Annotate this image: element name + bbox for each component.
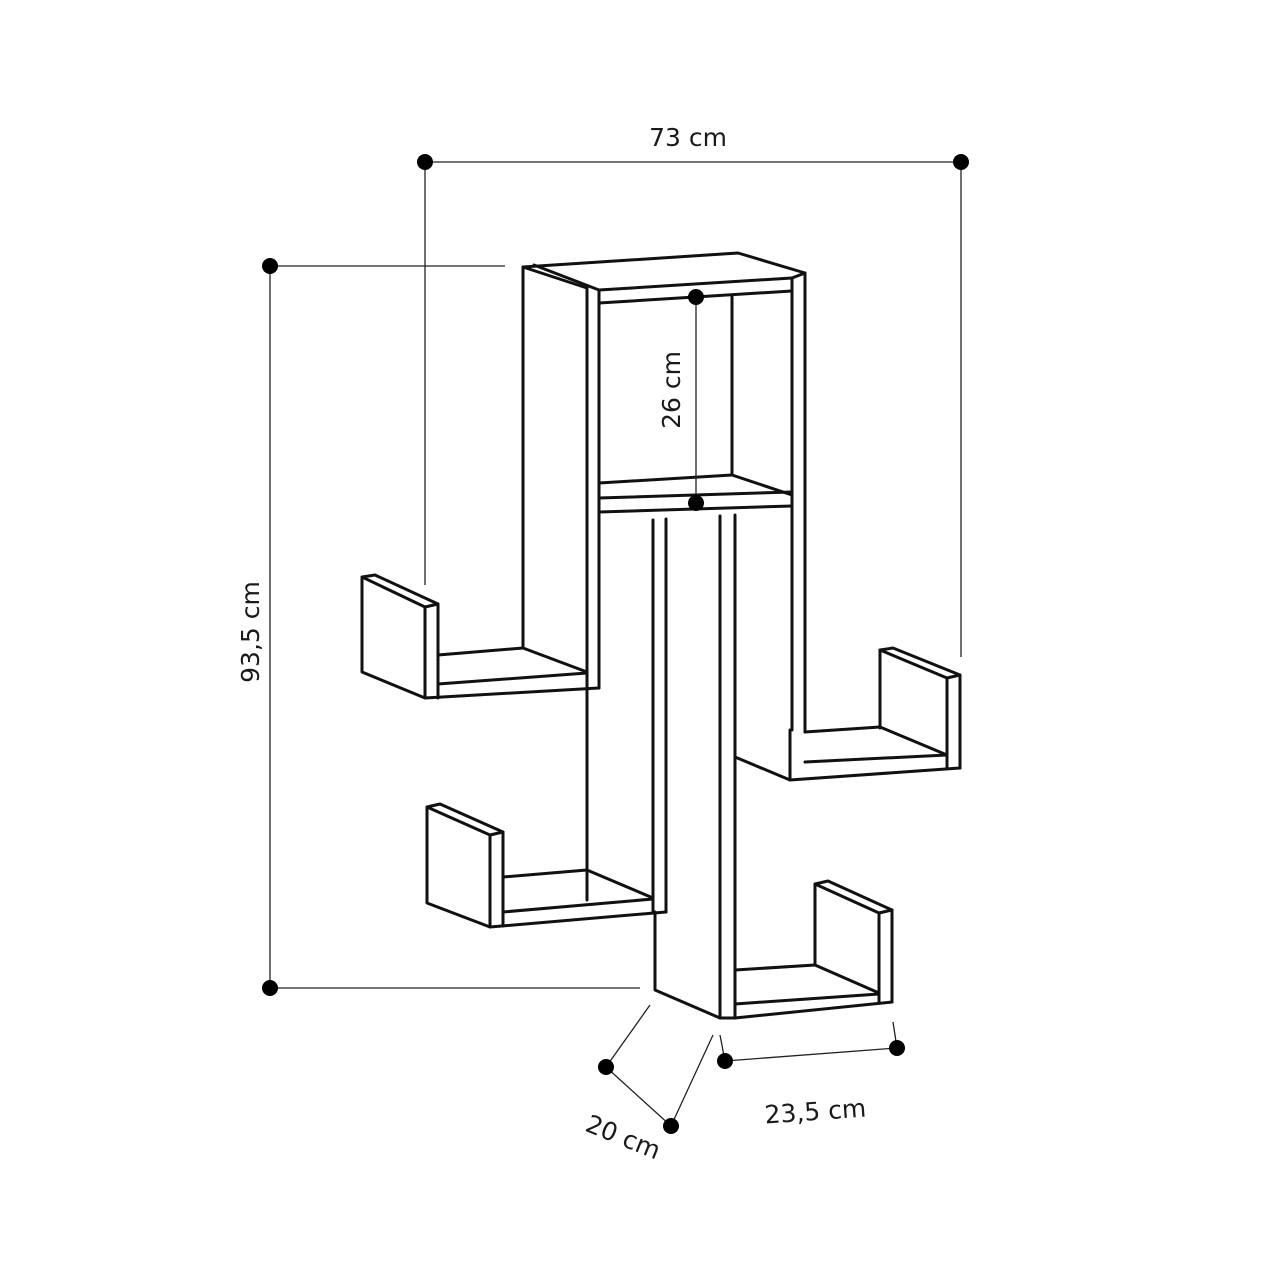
dimension-dot — [262, 980, 278, 996]
compartment-height-label: 26 cm — [657, 351, 686, 429]
dimension-dot — [688, 495, 704, 511]
height-dimension — [262, 258, 640, 996]
top-compartment — [521, 251, 807, 902]
depth-dimension — [598, 1004, 714, 1134]
center-stem — [653, 513, 737, 1020]
dimension-dot — [598, 1059, 614, 1075]
lower-left-arm — [425, 517, 668, 929]
height-label: 93,5 cm — [236, 581, 265, 683]
depth-label: 20 cm — [582, 1109, 665, 1165]
upper-left-arm — [360, 573, 601, 700]
dimension-dot — [417, 154, 433, 170]
dimension-dot — [262, 258, 278, 274]
dimension-dot — [889, 1040, 905, 1056]
shelf-outline — [360, 251, 962, 1020]
dimension-dot — [953, 154, 969, 170]
upper-right-arm — [733, 646, 962, 782]
dimension-dot — [688, 289, 704, 305]
dimension-lines — [262, 154, 969, 1134]
dimension-dot — [717, 1053, 733, 1069]
width-dimension — [417, 154, 969, 657]
arm-width-dimension — [717, 1021, 905, 1069]
dimension-dot — [663, 1118, 679, 1134]
arm-width-label: 23,5 cm — [764, 1094, 867, 1130]
compartment-dimension — [688, 289, 704, 511]
lower-right-arm — [733, 879, 894, 1020]
width-label: 73 cm — [649, 123, 727, 152]
